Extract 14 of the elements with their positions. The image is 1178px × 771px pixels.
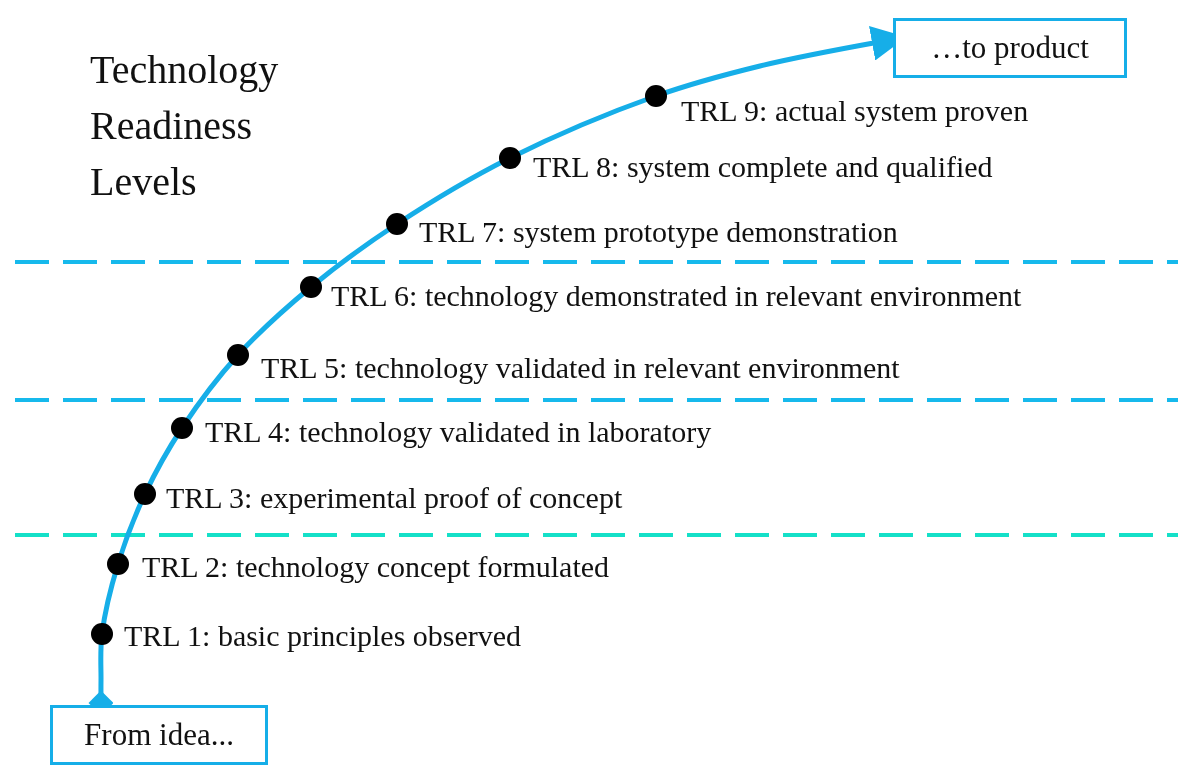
milestone-label: TRL 3: experimental proof of concept <box>166 483 623 513</box>
milestone-label: TRL 5: technology validated in relevant environment <box>261 353 900 383</box>
box-label: From idea... <box>84 717 234 753</box>
milestone-label: TRL 7: system prototype demonstration <box>419 217 898 247</box>
text-box <box>50 705 268 765</box>
milestone-label: TRL 2: technology concept formulated <box>142 552 610 582</box>
text-box <box>893 18 1127 78</box>
milestone-label: TRL 9: actual system proven <box>681 96 1029 126</box>
milestone-label: TRL 4: technology validated in laboratory <box>205 417 712 447</box>
box-label: …to product <box>931 30 1089 66</box>
milestone-label: TRL 8: system complete and qualified <box>533 152 993 182</box>
milestone-label: TRL 1: basic principles observed <box>124 621 522 651</box>
diagram-title: Technology Readiness Levels <box>90 46 280 206</box>
milestone-label: TRL 6: technology demonstrated in relevant environment <box>331 281 1022 311</box>
